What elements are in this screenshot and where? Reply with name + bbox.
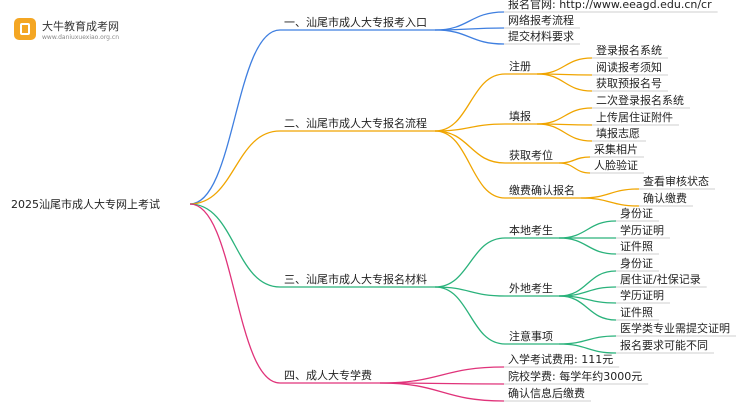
connector-branch-child: [434, 286, 506, 297]
sub-branch-node: 填报: [509, 109, 531, 123]
sub-branch-node: 注意事项: [509, 329, 553, 343]
connector-child-leaf: [558, 156, 591, 164]
leaf-node: 阅读报考须知: [596, 60, 662, 74]
connector-root-branch: [189, 130, 281, 205]
connector-child-leaf: [558, 270, 617, 297]
connector-root-branch: [189, 203, 281, 384]
connector-layer: [189, 11, 736, 402]
connector-child-leaf: [558, 220, 617, 239]
connector-child-leaf: [558, 237, 617, 255]
connector-branch-child: [434, 130, 506, 164]
connector-root-branch: [189, 203, 281, 288]
connector-branch-child: [379, 366, 505, 384]
leaf-node: 学历证明: [620, 223, 664, 237]
connector-child-leaf: [558, 343, 617, 354]
leaf-node: 身份证: [620, 206, 653, 220]
sub-branch-node: 外地考生: [509, 281, 553, 295]
leaf-node: 网络报考流程: [508, 13, 574, 27]
leaf-node: 学历证明: [620, 288, 664, 302]
book-icon: [14, 18, 36, 40]
connector-child-leaf: [536, 57, 593, 75]
sub-branch-node: 注册: [509, 59, 531, 73]
leaf-node: 登录报名系统: [596, 43, 662, 57]
connector-child-leaf: [580, 197, 640, 207]
connector-child-leaf: [536, 107, 593, 125]
leaf-node: 获取预报名号: [596, 76, 662, 90]
leaf-node: 确认信息后缴费: [508, 386, 585, 400]
connector-root-branch: [189, 29, 281, 205]
connector-child-leaf: [536, 73, 593, 92]
leaf-node: 填报志愿: [596, 126, 640, 140]
leaf-node: 确认缴费: [643, 191, 687, 205]
leaf-node: 报名要求可能不同: [620, 338, 708, 352]
root-node: 2025汕尾市成人大专网上考试: [11, 197, 160, 211]
leaf-node: 二次登录报名系统: [596, 93, 684, 107]
leaf-node: 上传居住证附件: [596, 110, 673, 124]
connector-child-leaf: [580, 188, 640, 199]
connector-branch-child: [379, 382, 505, 402]
leaf-node: 人脸验证: [594, 158, 638, 172]
sub-branch-node: 获取考位: [509, 148, 553, 162]
leaf-node: 入学考试费用: 111元: [508, 352, 613, 366]
logo-url: www.daniuxuexiao.org.cn: [42, 34, 119, 41]
leaf-node: 提交材料要求: [508, 29, 574, 43]
connector-branch-child: [434, 29, 505, 45]
connector-child-leaf: [558, 162, 591, 174]
connector-branch-child: [434, 11, 505, 31]
leaf-node: 采集相片: [594, 142, 638, 156]
connector-branch-child: [434, 286, 506, 345]
branch-node: 四、成人大专学费: [284, 368, 372, 382]
connector-branch-child: [434, 130, 506, 199]
connector-child-leaf: [558, 335, 617, 345]
leaf-node: 证件照: [620, 306, 653, 319]
leaf-node: 报名官网: http://www.eeagd.edu.cn/cr: [508, 0, 712, 11]
leaf-node: 身份证: [620, 256, 653, 270]
sub-branch-node: 缴费确认报名: [509, 183, 575, 197]
leaf-node: 院校学费: 每学年约3000元: [508, 369, 642, 383]
connector-branch-child: [434, 73, 506, 132]
branch-node: 二、汕尾市成人大专报名流程: [284, 116, 427, 130]
connector-child-leaf: [558, 295, 617, 321]
site-logo: 大牛教育成考网 www.daniuxuexiao.org.cn: [14, 16, 134, 46]
leaf-node: 居住证/社保记录: [620, 272, 701, 286]
leaf-node: 查看审核状态: [643, 174, 709, 188]
connector-child-leaf: [536, 123, 593, 142]
leaf-node: 证件照: [620, 240, 653, 253]
connector-branch-child: [434, 237, 506, 288]
logo-title: 大牛教育成考网: [42, 20, 119, 33]
branch-node: 一、汕尾市成人大专报考入口: [284, 15, 427, 29]
leaf-node: 医学类专业需提交证明: [620, 321, 730, 335]
connector-branch-child: [434, 123, 506, 132]
label-layer: 2025汕尾市成人大专网上考试 一、汕尾市成人大专报考入口 报名官网: http:/…: [11, 0, 730, 400]
branch-node: 三、汕尾市成人大专报名材料: [284, 272, 427, 286]
sub-branch-node: 本地考生: [509, 223, 553, 237]
